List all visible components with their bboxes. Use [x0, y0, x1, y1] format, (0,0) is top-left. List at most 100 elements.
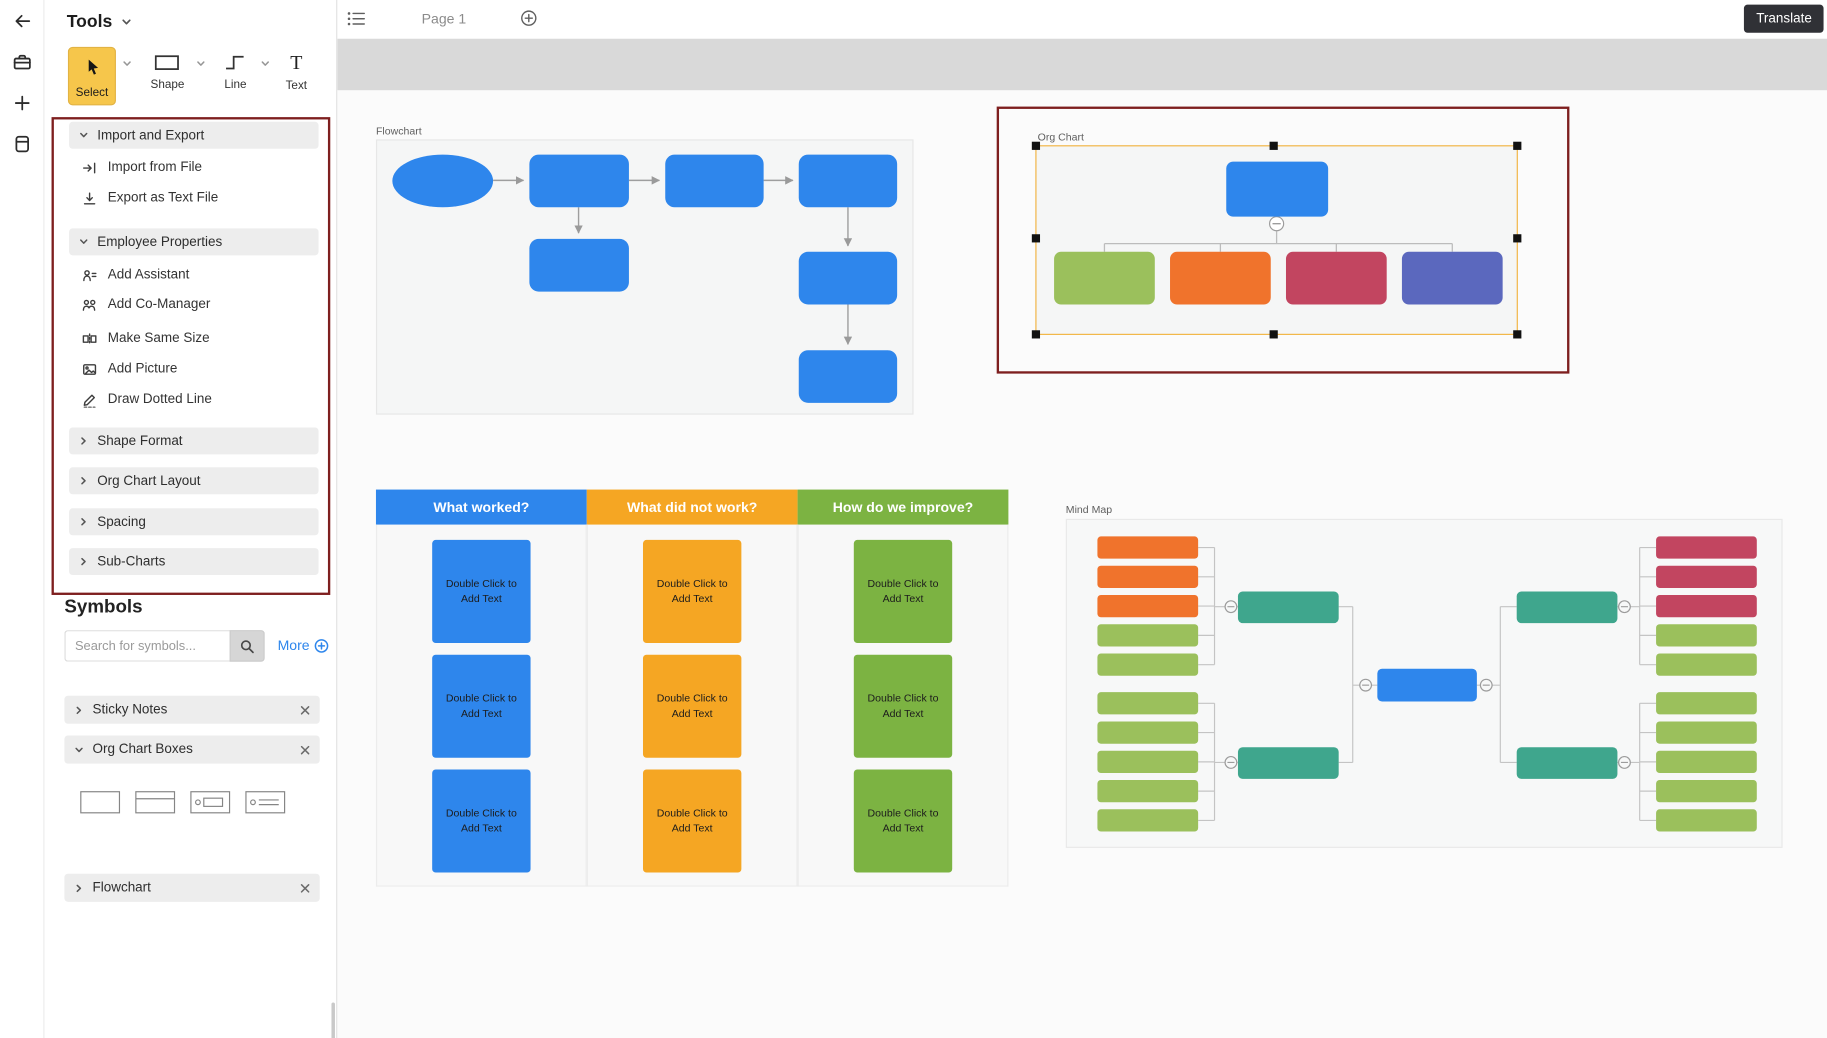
- shape-tool-button[interactable]: Shape: [144, 54, 191, 91]
- mindmap-leaf-node[interactable]: [1656, 624, 1757, 647]
- org-chart-root-node[interactable]: [1226, 161, 1329, 217]
- selection-handle[interactable]: [1513, 234, 1522, 243]
- retro-board[interactable]: What worked? Double Click to Add Text Do…: [375, 489, 1009, 887]
- mindmap-leaf-node[interactable]: [1656, 692, 1757, 715]
- mindmap-branch-node[interactable]: [1237, 747, 1339, 779]
- sidebar-scrollbar[interactable]: [331, 1002, 335, 1038]
- retro-card[interactable]: Double Click to Add Text: [853, 654, 953, 758]
- section-shape-format[interactable]: Shape Format: [69, 427, 319, 455]
- retro-card[interactable]: Double Click to Add Text: [642, 769, 742, 873]
- flowchart-step[interactable]: [798, 350, 898, 403]
- mindmap-leaf-node[interactable]: [1656, 594, 1757, 618]
- flowchart-step[interactable]: [665, 154, 764, 208]
- back-button[interactable]: [6, 8, 36, 34]
- org-chart-group-selected[interactable]: [1031, 141, 1522, 339]
- retro-column-header[interactable]: What worked?: [375, 489, 587, 525]
- remove-group-button[interactable]: [300, 882, 311, 893]
- canvas[interactable]: Page 1 Translate Flowchart: [337, 0, 1827, 1038]
- selection-handle[interactable]: [1269, 141, 1278, 150]
- library-button[interactable]: [6, 131, 36, 157]
- selection-handle[interactable]: [1031, 330, 1041, 339]
- translate-button[interactable]: Translate: [1744, 4, 1824, 33]
- symbol-group-sticky-notes[interactable]: Sticky Notes: [64, 695, 320, 724]
- mindmap-branch-node[interactable]: [1516, 747, 1618, 779]
- flowchart-step[interactable]: [798, 251, 898, 305]
- symbol-search-button[interactable]: [229, 630, 265, 662]
- select-tool-button[interactable]: Select: [67, 46, 116, 106]
- add-page-button[interactable]: [520, 9, 538, 32]
- symbol-titled-box[interactable]: [135, 791, 176, 814]
- retro-card[interactable]: Double Click to Add Text: [432, 539, 531, 643]
- mindmap-group[interactable]: [1065, 518, 1783, 848]
- retro-column-header[interactable]: How do we improve?: [797, 489, 1009, 525]
- menu-item-draw-dotted-line[interactable]: Draw Dotted Line: [82, 385, 212, 413]
- section-spacing[interactable]: Spacing: [69, 508, 319, 536]
- select-options-chevron-icon[interactable]: [122, 59, 133, 70]
- selection-handle[interactable]: [1513, 141, 1522, 150]
- mindmap-center-node[interactable]: [1377, 668, 1477, 702]
- toolbox-button[interactable]: [6, 49, 36, 75]
- symbol-group-flowchart[interactable]: Flowchart: [64, 873, 320, 902]
- selection-handle[interactable]: [1031, 141, 1041, 150]
- menu-item-export-as-text-file[interactable]: Export as Text File: [82, 184, 218, 212]
- mindmap-leaf-node[interactable]: [1656, 780, 1757, 803]
- page-tab[interactable]: Page 1: [421, 10, 467, 27]
- retro-column-header[interactable]: What did not work?: [586, 489, 798, 525]
- retro-card[interactable]: Double Click to Add Text: [642, 539, 742, 643]
- remove-group-button[interactable]: [300, 704, 311, 715]
- org-chart-child-node[interactable]: [1170, 251, 1271, 305]
- section-employee-properties[interactable]: Employee Properties: [69, 228, 319, 256]
- symbol-photo-box[interactable]: [190, 791, 231, 814]
- menu-item-add-co-manager[interactable]: Add Co-Manager: [82, 290, 210, 318]
- retro-card[interactable]: Double Click to Add Text: [642, 654, 742, 758]
- flowchart-step[interactable]: [529, 154, 629, 208]
- shape-options-chevron-icon[interactable]: [196, 59, 207, 70]
- symbol-plain-box[interactable]: [80, 791, 121, 814]
- mindmap-leaf-node[interactable]: [1097, 594, 1199, 618]
- retro-card[interactable]: Double Click to Add Text: [853, 769, 953, 873]
- selection-handle[interactable]: [1513, 330, 1522, 339]
- tools-menu[interactable]: Tools: [67, 12, 132, 32]
- org-chart-child-node[interactable]: [1401, 251, 1503, 305]
- mindmap-leaf-node[interactable]: [1097, 536, 1199, 559]
- section-org-chart-layout[interactable]: Org Chart Layout: [69, 467, 319, 495]
- mindmap-leaf-node[interactable]: [1656, 721, 1757, 744]
- menu-item-import-from-file[interactable]: Import from File: [82, 153, 202, 181]
- remove-group-button[interactable]: [300, 744, 311, 755]
- mindmap-leaf-node[interactable]: [1097, 809, 1199, 832]
- menu-item-add-picture[interactable]: Add Picture: [82, 355, 177, 383]
- more-symbols-link[interactable]: More: [278, 637, 330, 654]
- mindmap-leaf-node[interactable]: [1097, 780, 1199, 803]
- selection-handle[interactable]: [1031, 234, 1041, 243]
- line-tool-button[interactable]: Line: [214, 54, 256, 91]
- flowchart-step[interactable]: [529, 238, 629, 292]
- flowchart-step[interactable]: [798, 154, 898, 208]
- flowchart-group[interactable]: [375, 139, 914, 415]
- mindmap-leaf-node[interactable]: [1656, 750, 1757, 773]
- line-options-chevron-icon[interactable]: [260, 59, 271, 70]
- section-import-and-export[interactable]: Import and Export: [69, 121, 319, 149]
- mindmap-branch-node[interactable]: [1237, 591, 1339, 624]
- section-sub-charts[interactable]: Sub-Charts: [69, 548, 319, 576]
- mindmap-leaf-node[interactable]: [1097, 692, 1199, 715]
- mindmap-branch-node[interactable]: [1516, 591, 1618, 624]
- symbol-search-input[interactable]: [64, 630, 230, 662]
- selection-handle[interactable]: [1269, 330, 1278, 339]
- retro-card[interactable]: Double Click to Add Text: [432, 654, 531, 758]
- retro-card[interactable]: Double Click to Add Text: [432, 769, 531, 873]
- mindmap-leaf-node[interactable]: [1097, 624, 1199, 647]
- mindmap-leaf-node[interactable]: [1656, 565, 1757, 588]
- mindmap-leaf-node[interactable]: [1097, 721, 1199, 744]
- flowchart-start-ellipse[interactable]: [392, 154, 494, 208]
- mindmap-leaf-node[interactable]: [1097, 750, 1199, 773]
- text-tool-button[interactable]: T Text: [276, 53, 316, 93]
- org-chart-child-node[interactable]: [1285, 251, 1387, 305]
- mindmap-leaf-node[interactable]: [1656, 536, 1757, 559]
- page-list-button[interactable]: [347, 11, 366, 33]
- mindmap-leaf-node[interactable]: [1097, 653, 1199, 676]
- menu-item-make-same-size[interactable]: Make Same Size: [82, 324, 210, 352]
- add-button[interactable]: [6, 90, 36, 116]
- mindmap-leaf-node[interactable]: [1656, 653, 1757, 676]
- retro-card[interactable]: Double Click to Add Text: [853, 539, 953, 643]
- mindmap-leaf-node[interactable]: [1097, 565, 1199, 588]
